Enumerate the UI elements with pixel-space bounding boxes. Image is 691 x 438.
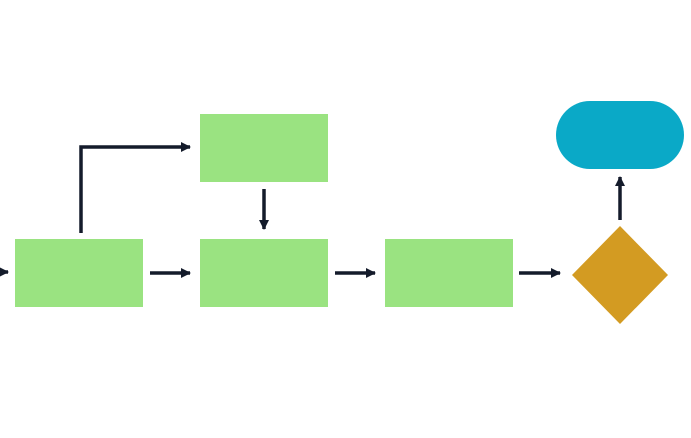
process-node-4 — [385, 239, 513, 307]
edges — [0, 142, 625, 278]
terminal-pill — [556, 101, 684, 169]
edge-process-1-to-process-3 — [79, 142, 191, 233]
decision-diamond — [572, 226, 668, 324]
process-node-3 — [200, 114, 328, 182]
process-node-2 — [200, 239, 328, 307]
process-node-1 — [15, 239, 143, 307]
nodes — [15, 101, 684, 324]
